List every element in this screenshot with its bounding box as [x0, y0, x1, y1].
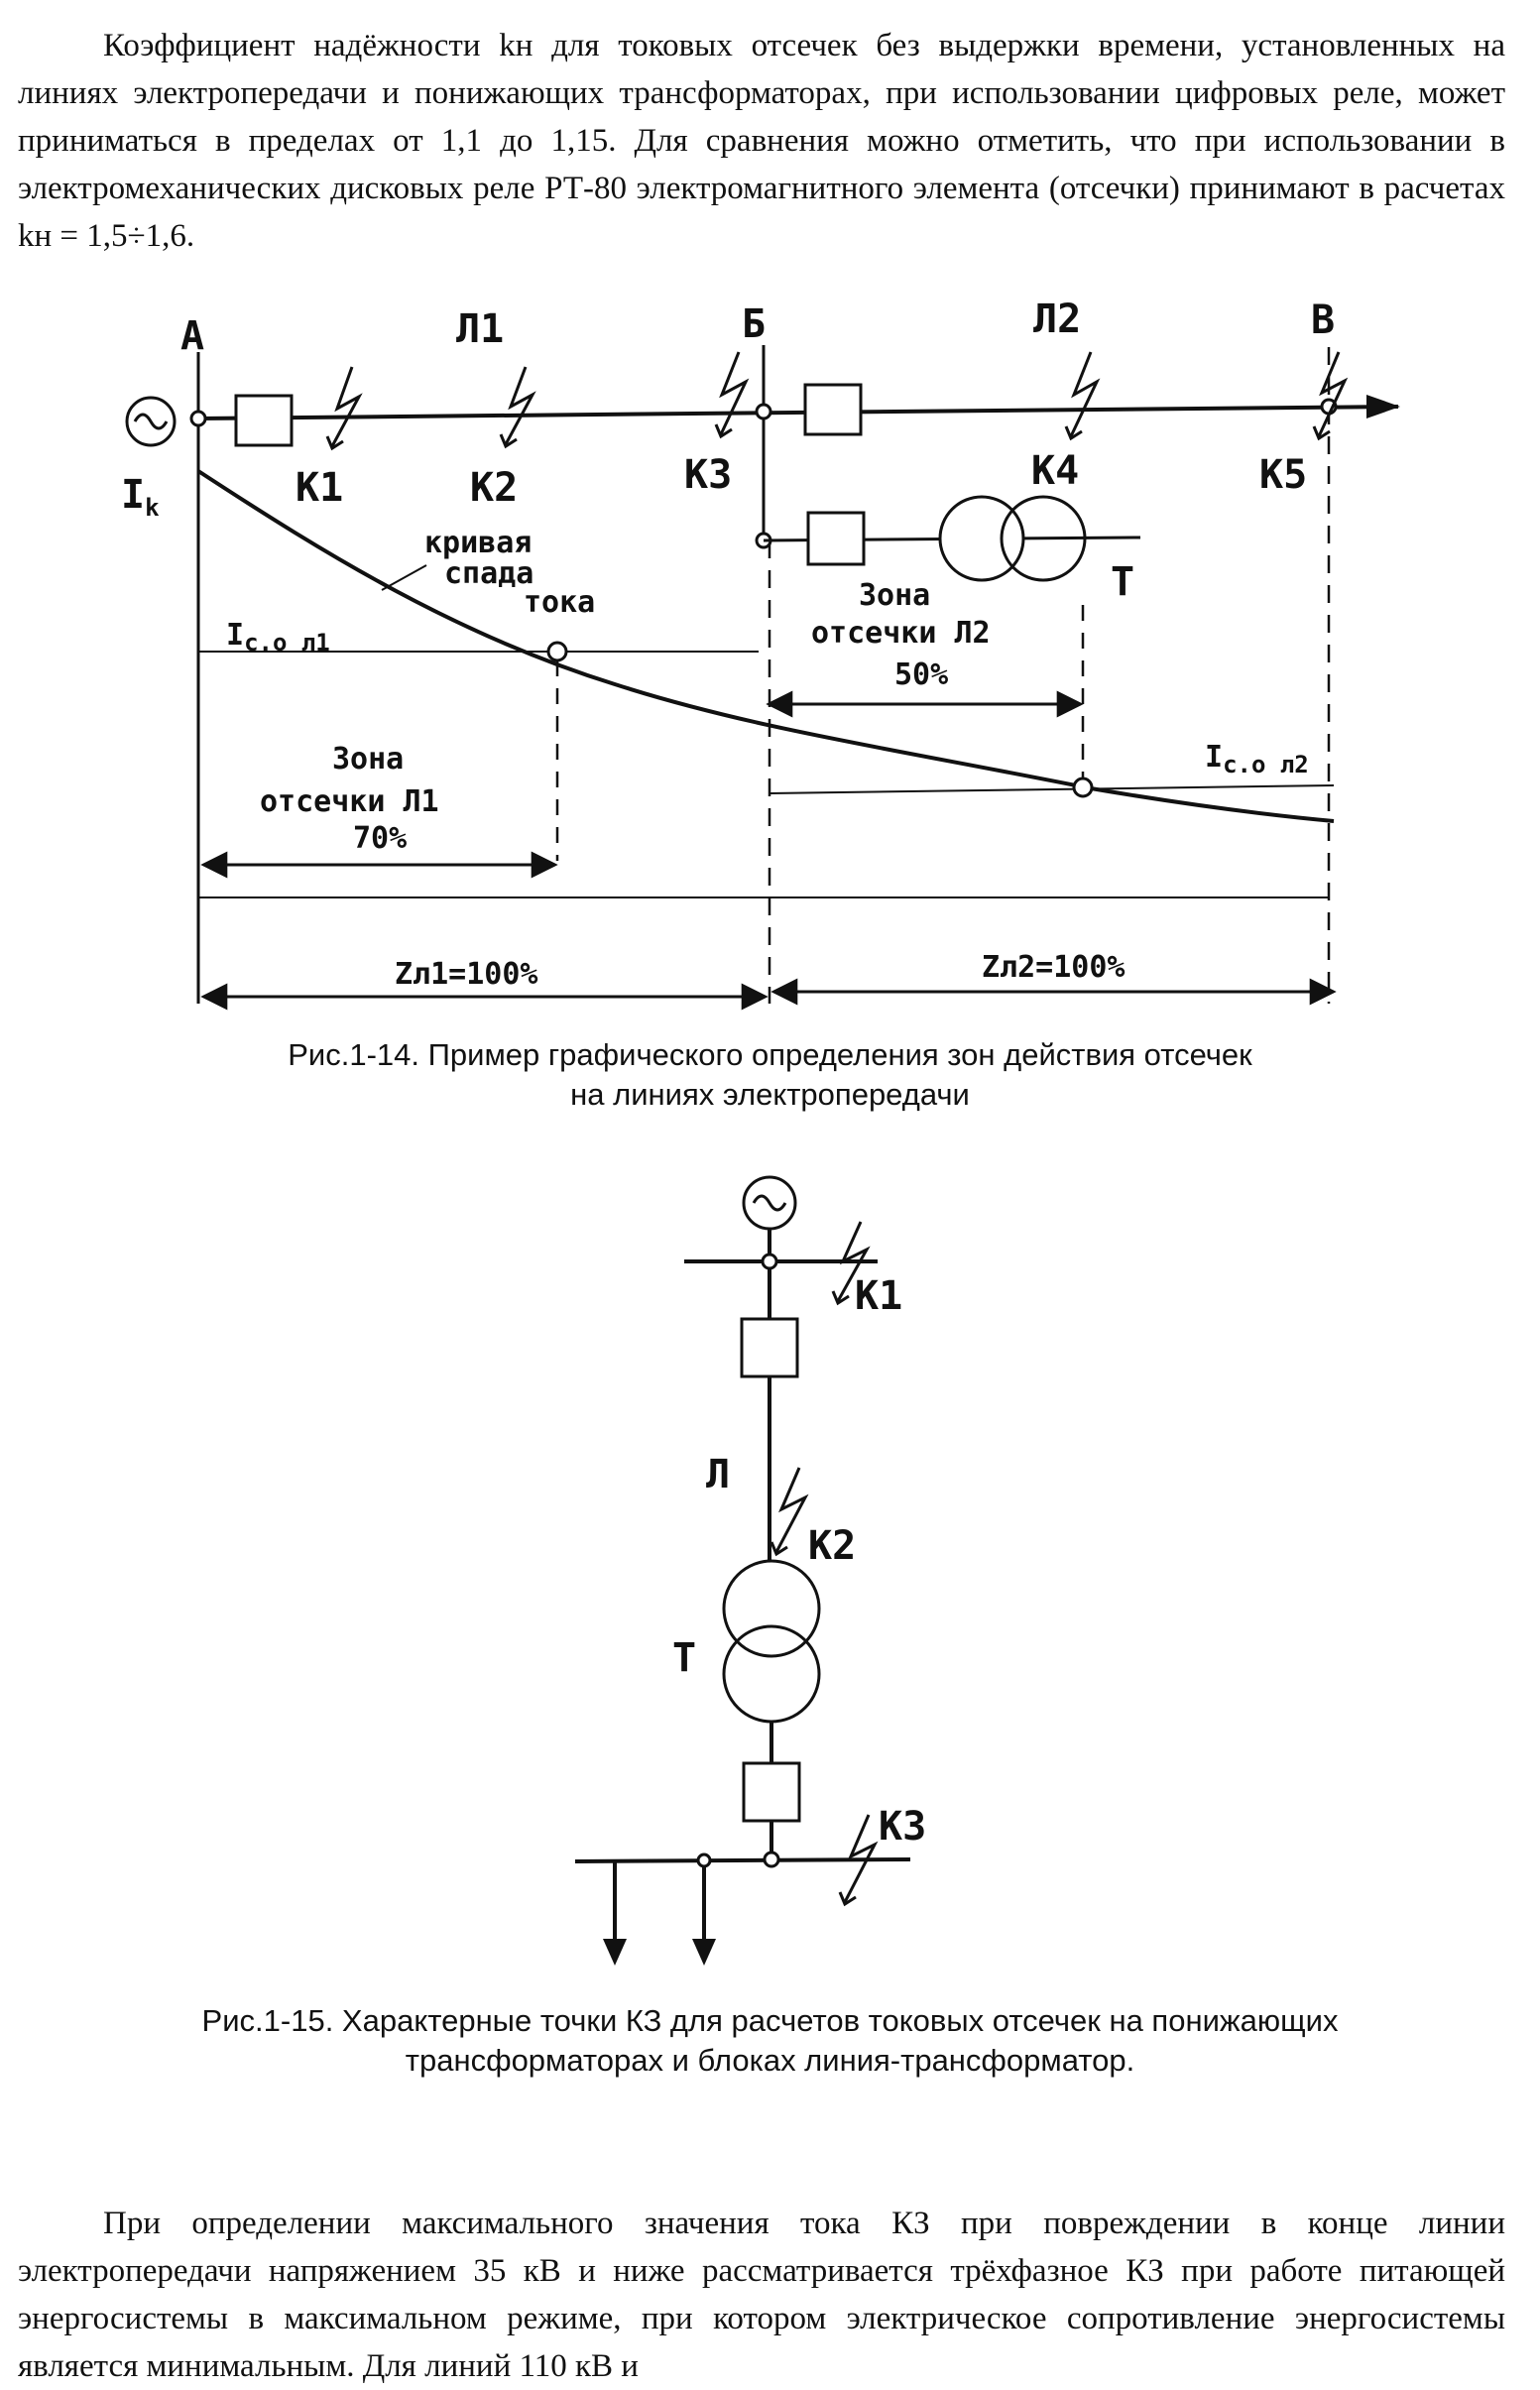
fault-k4-icon	[1064, 351, 1101, 441]
figure-1-14: А Б В Л1 Л2 Т	[121, 297, 1400, 1011]
zone-l1-label-2: отсечки Л1	[260, 784, 439, 819]
fault-k5-icon	[1312, 351, 1349, 441]
bottom-bus	[574, 1857, 911, 1863]
caption-2-line-1: Рис.1-15. Характерные точки КЗ для расче…	[201, 2003, 1339, 2038]
paragraph-top: Коэффициент надёжности kн для токовых от…	[18, 28, 1505, 254]
line-l-label: Л	[706, 1452, 730, 1497]
fault-k1-icon	[325, 366, 363, 451]
figure-1-15-caption: Рис.1-15. Характерные точки КЗ для расче…	[0, 2001, 1540, 2081]
breaker-bottom	[742, 1761, 801, 1823]
figure-1-15: Л Т К1 К2 К3	[574, 1175, 926, 1966]
transformer-label: Т	[1111, 559, 1134, 605]
curve-label-leader	[381, 564, 427, 591]
fault-k3-label-2: К3	[879, 1804, 926, 1850]
top-bus-node	[761, 1253, 778, 1270]
caption-1-line-2: на линиях электропередачи	[570, 1077, 970, 1112]
fault-k2-label-2: К2	[808, 1523, 856, 1569]
transformer-icon-2	[722, 1559, 821, 1724]
fault-k2-icon-2	[770, 1467, 809, 1557]
fault-k1-label: К1	[296, 465, 343, 511]
curve-label-2: спада	[444, 556, 533, 591]
curve-label-1: кривая	[424, 526, 532, 560]
line-1-label: Л1	[456, 306, 504, 352]
bus-a-node	[189, 410, 207, 427]
fault-k1-icon-2	[831, 1221, 871, 1306]
zone-l2-percent: 50%	[894, 657, 948, 692]
line-end-arrow	[1366, 395, 1400, 418]
ico-l2-line	[769, 784, 1335, 794]
ico-l1-label: Iс.о л1	[226, 618, 330, 657]
fault-k3-label: К3	[684, 452, 732, 498]
ico-l2-label: Iс.о л2	[1205, 740, 1309, 778]
line-2-label: Л2	[1033, 297, 1081, 342]
fault-k4-label: К4	[1031, 448, 1079, 494]
breaker-top	[740, 1317, 799, 1378]
fault-k3-icon	[714, 351, 750, 439]
bottom-bus-node-2	[696, 1852, 712, 1868]
breaker-transformer	[806, 511, 866, 566]
generator-icon	[125, 396, 177, 447]
bus-b-label: Б	[742, 301, 766, 347]
feeder-1-arrow	[603, 1939, 627, 1966]
caption-1-line-1: Рис.1-14. Пример графического определени…	[288, 1037, 1252, 1072]
bus-v-label: В	[1311, 298, 1335, 343]
main-line	[197, 405, 1399, 420]
figure-1-14-caption: Рис.1-14. Пример графического определени…	[0, 1035, 1540, 1115]
zone-l2-label-1: Зона	[859, 578, 930, 613]
generator-icon-2	[742, 1175, 797, 1231]
fault-k5-label: К5	[1259, 452, 1307, 498]
paragraph-bottom: При определении максимального значения т…	[18, 2206, 1505, 2384]
transformer-icon	[938, 495, 1087, 582]
transformer-label-2: Т	[672, 1635, 696, 1681]
fault-k2-icon	[499, 366, 536, 449]
curve-label-3: тока	[524, 585, 595, 620]
feeder-2-arrow	[692, 1939, 716, 1966]
fault-k1-label-2: К1	[855, 1273, 902, 1319]
bottom-bus-node	[763, 1851, 780, 1868]
breaker-l2	[803, 383, 863, 436]
fault-k3-icon-2	[838, 1814, 879, 1907]
bus-b-node	[755, 403, 772, 420]
zone-l2-label-2: отсечки Л2	[811, 616, 991, 651]
zone-l1-label-1: Зона	[332, 742, 404, 777]
caption-2-line-2: трансформаторах и блоках линия-трансформ…	[405, 2043, 1135, 2078]
ik-label: Ik	[121, 472, 160, 522]
zone-l1-percent: 70%	[353, 821, 407, 856]
fault-k2-label: К2	[470, 465, 518, 511]
current-decay-curve	[196, 469, 1335, 823]
bus-a-label: А	[180, 313, 204, 359]
breaker-l1	[234, 394, 294, 447]
